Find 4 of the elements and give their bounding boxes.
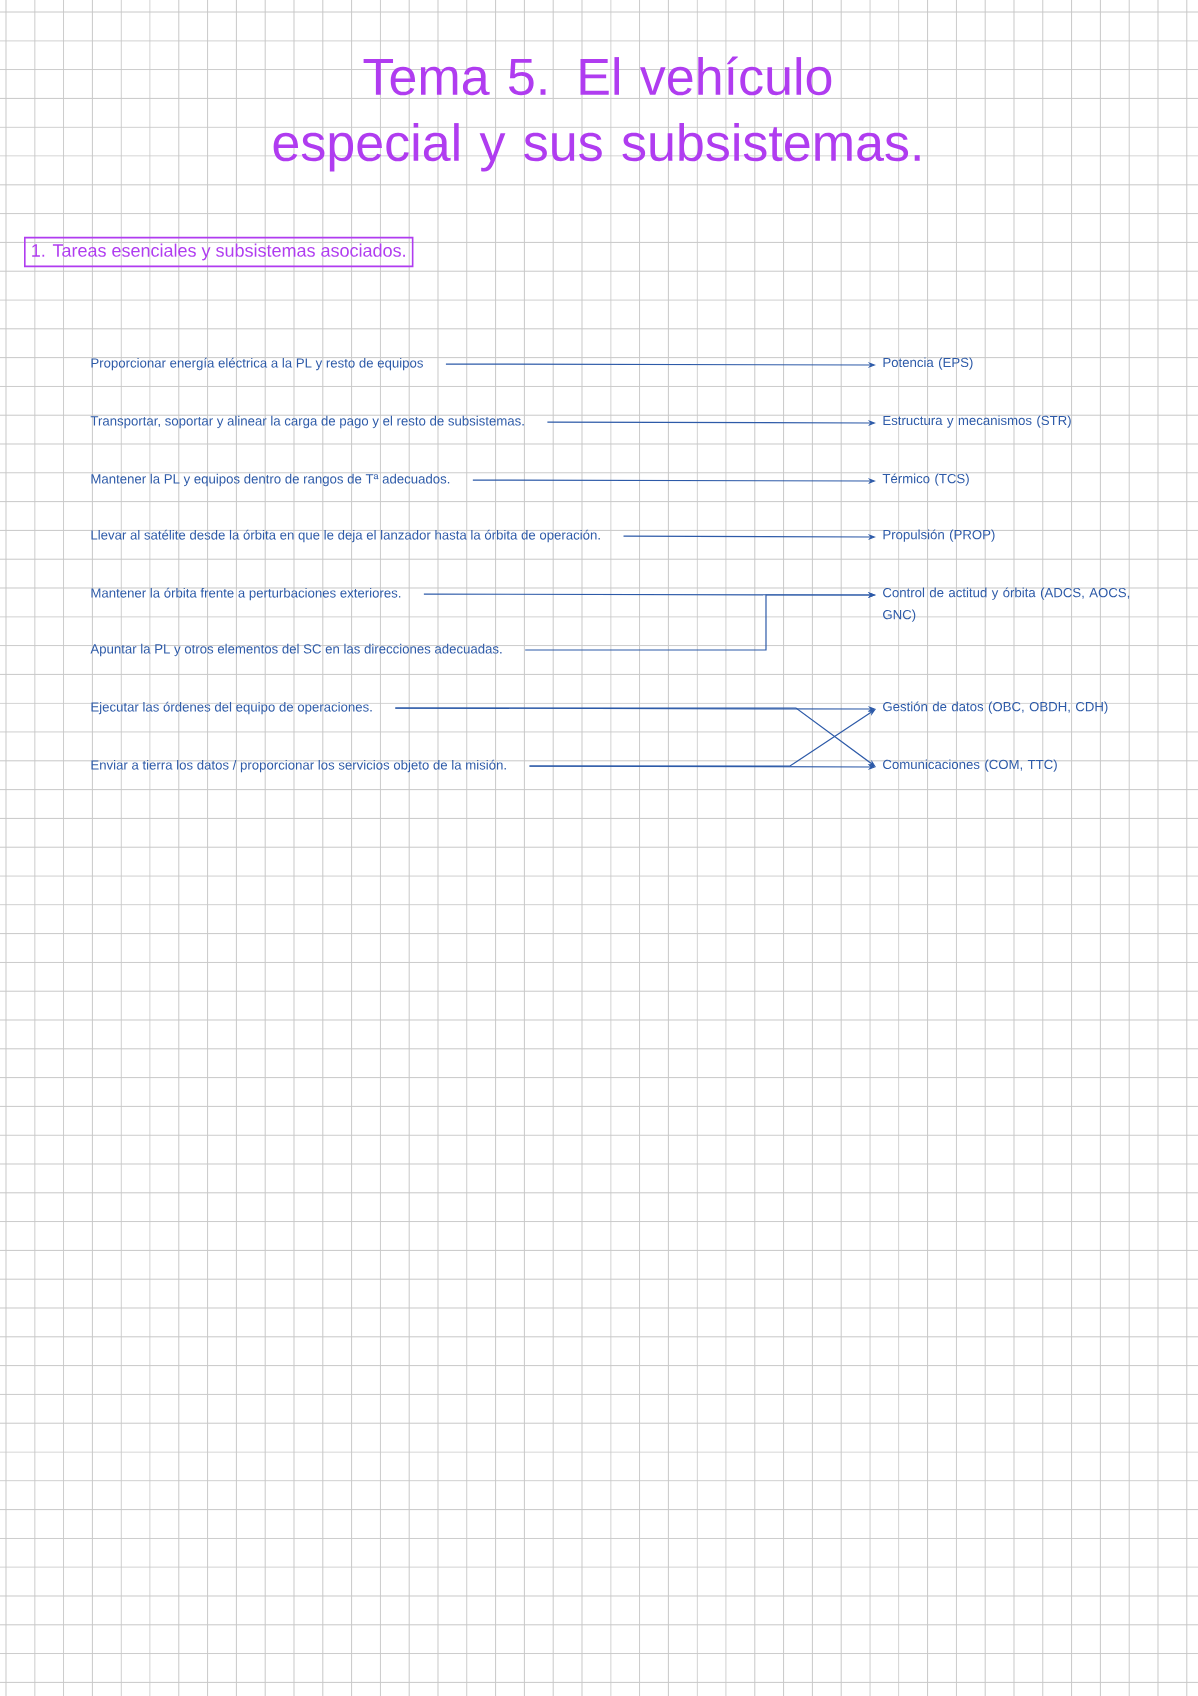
title: Tema 5. El vehículo especial y sus subsistemas. [273, 56, 920, 172]
section-heading-box: 1. Tareas esenciales y subsistemas asociados. [24, 236, 414, 268]
arrow [528, 709, 876, 767]
arrow [394, 707, 876, 767]
